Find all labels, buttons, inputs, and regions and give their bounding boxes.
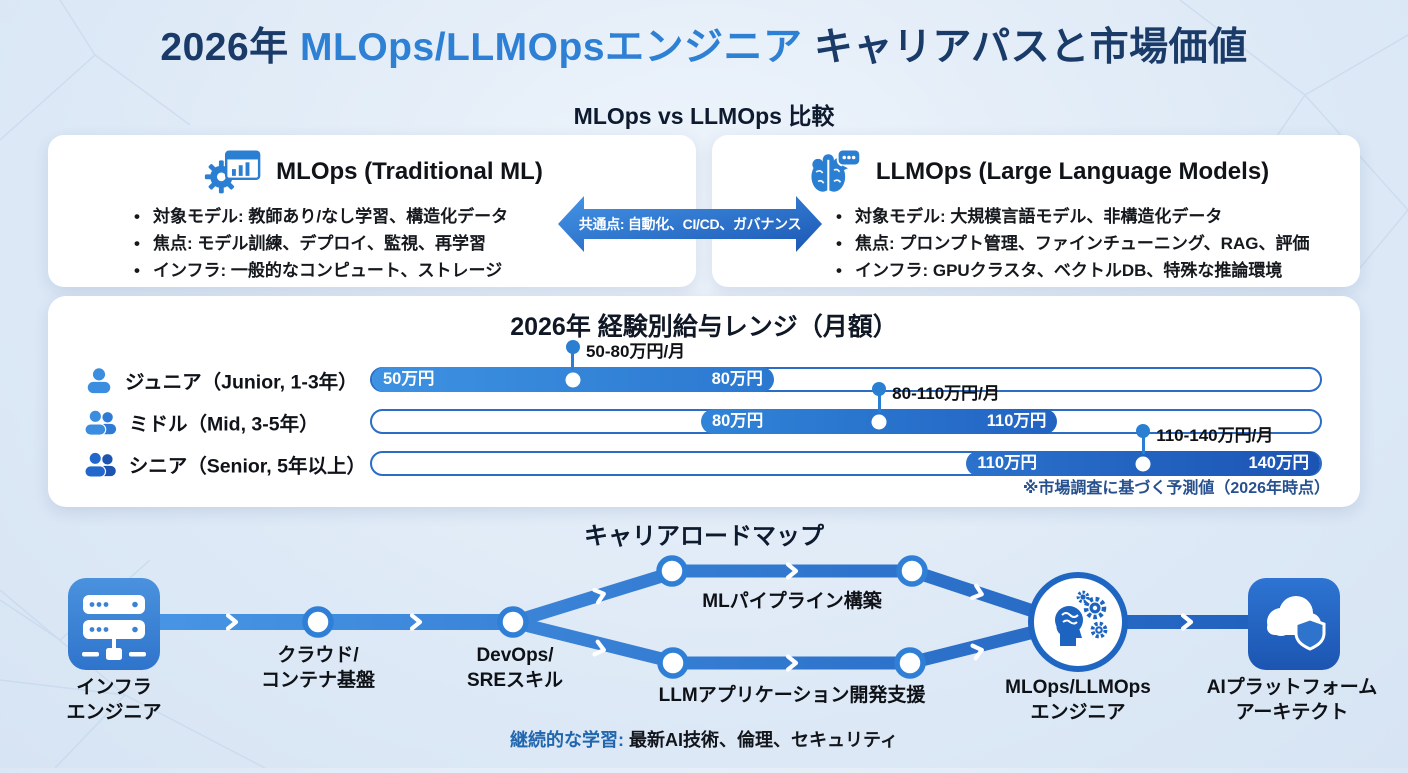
salary-max-label: 110万円 [986,412,1047,430]
people-icon [84,451,116,477]
salary-min-label: 50万円 [383,370,435,388]
llmops-card: LLMOps (Large Language Models) 対象モデル: 大規… [712,135,1360,287]
salary-max-label: 80万円 [711,370,763,388]
note-text: 最新AI技術、倫理、セキュリティ [624,730,898,750]
server-icon [68,578,160,670]
mlops-bullet: インフラ: 一般的なコンピュート、ストレージ [134,257,696,284]
node-ml-branch-end [896,555,928,587]
gear-icon [1076,590,1090,604]
callout-stem [877,394,881,412]
salary-fill-junior: 50万円 80万円 [372,367,774,392]
mlops-card: MLOps (Traditional ML) 対象モデル: 教師あり/なし学習、… [48,135,696,287]
salary-min-label: 80万円 [711,412,764,430]
gear-chart-icon [205,150,261,194]
node-devops [497,606,529,638]
salary-footnote: ※市場調査に基づく予測値（2026年時点） [1022,480,1330,497]
branch-label-llm-app: LLMアプリケーション開発支援 [658,685,926,706]
callout-dot-icon [565,340,580,354]
llmops-bullet: 焦点: プロンプト管理、ファインチューニング、RAG、評価 [836,230,1360,257]
salary-fill-mid: 80万円 110万円 [700,409,1058,434]
salary-row-mid: ミドル（Mid, 3-5年） 80万円 110万円 80-110万円/月 [48,382,1360,436]
salary-min-label: 110万円 [977,454,1038,472]
callout-dot-icon [1136,424,1151,438]
stage-label-ai-architect: AIプラットフォーム アーキテクト [1206,677,1378,723]
gear-icon [1083,596,1107,620]
node-llm-branch-end [894,647,926,679]
llmops-bullet: インフラ: GPUクラスタ、ベクトルDB、特殊な推論環境 [836,257,1360,284]
salary-bar-senior: 110万円 140万円 110-140万円/月 [370,424,1322,476]
salary-row-junior: ジュニア（Junior, 1-3年） 50万円 80万円 50-80万円/月 [48,340,1360,394]
range-midpoint-dot [565,372,581,387]
stage-label-devops: DevOps/ SREスキル [466,645,564,691]
stage-label-cloud: クラウド/ コンテナ基盤 [260,645,376,691]
callout-stem [571,352,575,370]
node-ml-branch-start [656,555,688,587]
person-icon [87,367,111,393]
callout-stem [1141,436,1145,454]
llmops-bullet-list: 対象モデル: 大規模言語モデル、非構造化データ 焦点: プロンプト管理、ファイン… [712,203,1360,284]
title-highlight: MLOps/LLMOpsエンジニア [300,26,803,69]
mlops-bullet: 対象モデル: 教師あり/なし学習、構造化データ [134,203,696,230]
cloud-shield-icon [1248,578,1340,670]
node-cloud [302,606,334,638]
salary-bar-junior: 50万円 80万円 50-80万円/月 [370,340,1322,392]
salary-heading: 2026年 経験別給与レンジ（月額） [510,313,898,341]
double-arrow-icon [558,196,822,252]
mlops-bullet: 焦点: モデル訓練、デプロイ、監視、再学習 [134,230,696,257]
roadmap-graph [68,555,1340,679]
career-roadmap: インフラ エンジニア クラウド/ コンテナ基盤 DevOps/ SREスキル M… [0,552,1408,768]
title-suffix: キャリアパスと市場価値 [802,26,1248,69]
node-llm-branch-start [657,647,689,679]
salary-max-label: 140万円 [1248,454,1309,472]
roadmap-heading: キャリアロードマップ [584,523,824,550]
stage-label-infra: インフラ エンジニア [66,677,162,723]
branch-label-ml-pipeline: MLパイプライン構築 [702,591,882,612]
note-label: 継続的な学習: [510,730,625,750]
salary-row-mid-label: ミドル（Mid, 3-5年） [84,407,366,436]
people-icon [84,409,117,435]
range-midpoint-dot [1135,456,1151,471]
llmops-card-title: LLMOps (Large Language Models) [875,158,1270,185]
comparison-heading: MLOps vs LLMOps 比較 [573,103,835,129]
callout-dot-icon [872,382,887,396]
llmops-card-header: LLMOps (Large Language Models) [712,145,1360,199]
salary-bar-mid: 80万円 110万円 80-110万円/月 [370,382,1322,434]
gear-icon [1090,621,1108,639]
common-points-text: 共通点: 自動化、CI/CD、ガバナンス [578,216,802,232]
mlops-card-header: MLOps (Traditional ML) [48,145,696,199]
salary-row-junior-label: ジュニア（Junior, 1-3年） [84,365,366,394]
head-gears-icon [1028,572,1128,672]
salary-row-senior: シニア（Senior, 5年以上） 110万円 140万円 110-140万円/… [48,424,1360,478]
common-points-arrow: 共通点: 自動化、CI/CD、ガバナンス [558,195,822,253]
mlops-card-title: MLOps (Traditional ML) [276,158,543,185]
page-title: 2026年 MLOps/LLMOpsエンジニア キャリアパスと市場価値 [0,16,1408,72]
continuous-learning-note: 継続的な学習: 最新AI技術、倫理、セキュリティ [0,726,1408,752]
brain-chat-icon [811,148,861,192]
llmops-bullet: 対象モデル: 大規模言語モデル、非構造化データ [836,203,1360,230]
mlops-bullet-list: 対象モデル: 教師あり/なし学習、構造化データ 焦点: モデル訓練、デプロイ、監… [48,203,696,284]
title-prefix: 2026年 [160,26,301,69]
salary-row-senior-label: シニア（Senior, 5年以上） [84,449,366,478]
stage-label-mlops-engineer: MLOps/LLMOps エンジニア [1005,677,1151,723]
salary-fill-senior: 110万円 140万円 [966,451,1320,476]
range-midpoint-dot [871,414,887,429]
salary-panel: 2026年 経験別給与レンジ（月額） ジュニア（Junior, 1-3年） 50… [48,296,1360,507]
